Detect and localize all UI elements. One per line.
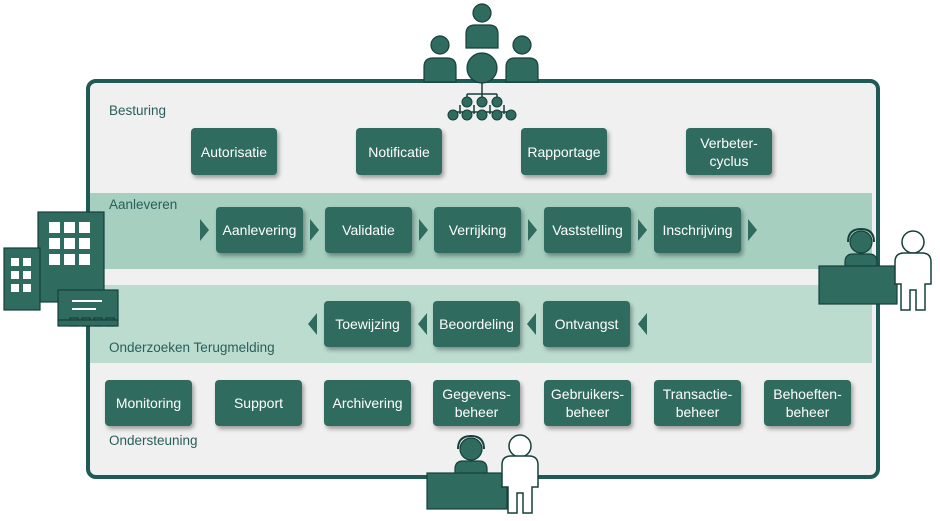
box-validatie: Validatie [325,207,412,253]
organization-hierarchy-icon [423,3,539,121]
section-label-aanleveren: Aanleveren [109,197,178,212]
service-desk-icon [426,434,539,514]
box-transactiebeheer: Transactie- beheer [654,380,741,426]
section-label-onderzoeken-terugmelding: Onderzoeken Terugmelding [109,340,275,355]
flow-arrow-left [308,313,317,335]
section-label-besturing: Besturing [109,103,167,118]
flow-arrow-right [200,219,209,241]
helpdesk-icon [818,227,932,311]
flow-arrow-right [638,219,647,241]
box-archivering: Archivering [324,380,411,426]
box-vaststelling: Vaststelling [544,207,631,253]
box-autorisatie: Autorisatie [191,128,277,175]
box-inschrijving: Inschrijving [654,207,741,253]
flow-arrow-right [310,219,319,241]
flow-arrow-left [527,313,536,335]
flow-arrow-left [638,313,647,335]
flow-arrow-right [748,219,757,241]
flow-arrow-right [419,219,428,241]
box-support: Support [215,380,302,426]
box-ontvangst: Ontvangst [543,301,630,347]
box-gebruikersbeheer: Gebruikers- beheer [544,380,631,426]
office-building-icon [3,211,119,327]
box-verbetercyclus: Verbeter- cyclus [686,128,772,175]
box-toewijzing: Toewijzing [324,301,411,347]
box-gegevensbeheer: Gegevens- beheer [433,380,520,426]
box-monitoring: Monitoring [105,380,192,426]
box-behoeftenbeheer: Behoeften- beheer [764,380,851,426]
section-label-ondersteuning: Ondersteuning [109,433,198,448]
box-aanlevering: Aanlevering [216,207,303,253]
box-verrijking: Verrijking [434,207,521,253]
box-notificatie: Notificatie [356,128,442,175]
box-beoordeling: Beoordeling [433,301,520,347]
box-rapportage: Rapportage [521,128,607,175]
flow-arrow-left [418,313,427,335]
flow-arrow-right [528,219,537,241]
